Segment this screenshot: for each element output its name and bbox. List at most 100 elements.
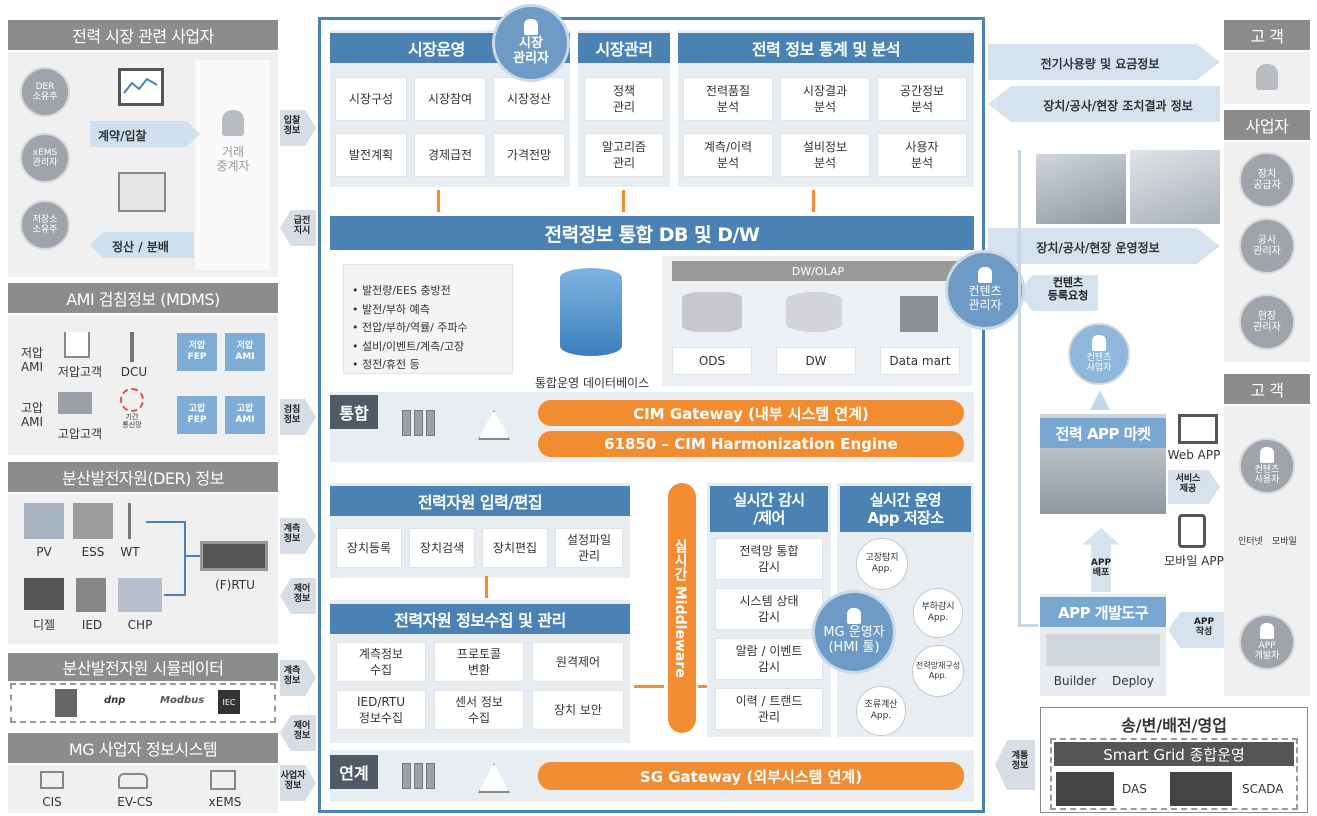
high-ami-box: 고압 AMI <box>225 396 265 434</box>
person-icon <box>978 267 992 284</box>
person-icon <box>1092 334 1106 351</box>
ops-item-4: 발전계획 <box>335 133 407 177</box>
content-user-node: 컨텐츠 사용자 <box>1239 438 1295 494</box>
stats-item-4: 계측/이력 분석 <box>683 133 773 177</box>
app-market-header: 전력 APP 마켓 <box>1040 418 1166 448</box>
contract-label: 계약/입찰 <box>98 129 147 143</box>
db-list-item: • 전압/부하/역률/ 주파수 <box>352 321 468 334</box>
xems-label: xEMS <box>208 795 242 809</box>
middleware-label: 실시간 Middleware <box>672 538 688 678</box>
das-image <box>1056 772 1114 806</box>
chp-image <box>118 578 162 612</box>
content-biz-node: 컨텐츠 사업자 <box>1068 323 1130 385</box>
sg-gateway-bar: SG Gateway (외부시스템 연계) <box>538 762 964 790</box>
wt-label: WT <box>120 545 140 559</box>
collect-item-6: 장치 보안 <box>532 690 624 730</box>
db-list-item: • 발전량/EES 충방전 <box>352 284 451 297</box>
usage-label: 전기사용량 및 요금정보 <box>1040 57 1160 71</box>
stats-item-6: 사용자 분석 <box>877 133 967 177</box>
content-request-label: 컨텐츠 등록요청 <box>1047 276 1089 302</box>
rt-monitor-item-3: 알람 / 이벤트 감시 <box>715 638 823 680</box>
stats-item-1: 전력품질 분석 <box>683 77 773 121</box>
simulator-section-title: 분산발전자원 시뮬레이터 <box>8 653 278 681</box>
low-ami-label: 저압 AMI <box>20 346 44 375</box>
dnp-logo: dnp <box>104 695 126 706</box>
app-power-flow: 조류계산 App. <box>856 686 906 736</box>
market-admin-node: 시장 관리자 <box>492 4 570 82</box>
rtu-label: (F)RTU <box>215 578 255 592</box>
content-biz-label: 컨텐츠 사업자 <box>1086 352 1112 373</box>
updown-arrow-4 <box>485 576 488 598</box>
cim-gateway-bar: CIM Gateway (내부 시스템 연계) <box>538 400 964 426</box>
mgmt-item-2: 알고리즘 관리 <box>584 133 664 177</box>
app-write-label: APP 작성 <box>1193 617 1215 638</box>
rt-monitor-item-1: 전력망 통합 감시 <box>715 538 823 580</box>
web-app-icon <box>1178 414 1218 444</box>
broker-label: 거래 중계자 <box>216 145 250 174</box>
collect-item-3: 원격제어 <box>532 642 624 682</box>
ev-icon <box>118 773 148 789</box>
stats-item-5: 설비정보 분석 <box>780 133 870 177</box>
dcu-label: DCU <box>120 365 148 379</box>
updown-arrow-1 <box>437 190 440 212</box>
integration-badge: 통합 <box>330 395 378 429</box>
cis-icon <box>40 771 64 789</box>
content-user-label: 컨텐츠 사용자 <box>1254 464 1280 485</box>
low-customer-label: 저압고객 <box>57 365 103 379</box>
modbus-logo: Modbus <box>160 695 205 706</box>
resource-collect-header: 전력자원 정보수집 및 관리 <box>330 604 630 634</box>
builder-deploy-image <box>1046 634 1160 666</box>
bid-info-label: 입찰 정보 <box>283 116 301 137</box>
cim-engine-bar: 61850 – CIM Harmonization Engine <box>538 431 964 457</box>
customer-title-1: 고 객 <box>1224 20 1310 50</box>
control-info-label-1: 제어 정보 <box>293 584 311 605</box>
ess-label: ESS <box>81 545 105 559</box>
app-developer-label: APP 개발자 <box>1254 640 1280 661</box>
market-admin-label: 시장 관리자 <box>513 36 549 66</box>
updown-arrow-3 <box>812 190 815 212</box>
diesel-label: 디젤 <box>32 618 56 632</box>
rtu-image <box>200 541 268 571</box>
ess-image <box>73 503 113 539</box>
middleware-bar <box>668 483 696 733</box>
mg-operator-node: MG 운영자 (HMI 툴) <box>812 590 896 674</box>
site-manager-node: 현장 관리자 <box>1239 294 1295 350</box>
settle-arrow <box>90 232 194 258</box>
rt-monitor-header: 실시간 감시 /제어 <box>710 486 828 532</box>
ops-item-5: 경제급전 <box>414 133 486 177</box>
grid-info-label: 계통 정보 <box>1011 751 1029 772</box>
db-list-item: • 정전/휴전 등 <box>352 358 420 371</box>
person-icon <box>1260 622 1274 639</box>
pv-image <box>24 503 64 539</box>
customer-title-2: 고 객 <box>1224 374 1310 404</box>
mobile-label: 모바일 <box>1272 537 1297 547</box>
person-icon <box>847 608 861 625</box>
pv-label: PV <box>36 545 52 559</box>
web-app-label: Web APP <box>1167 448 1221 462</box>
scada-label: SCADA <box>1242 782 1284 796</box>
market-mgmt-header: 시장관리 <box>578 33 670 63</box>
db-list-item: • 설비/이벤트/계측/고장 <box>352 339 465 353</box>
dw-header: DW/OLAP <box>672 261 964 281</box>
ied-image <box>76 578 106 612</box>
rt-monitor-item-4: 이력 / 트랜드 관리 <box>715 688 823 730</box>
db-header: 전력정보 통합 DB 및 D/W <box>330 216 974 250</box>
stats-header: 전력 정보 통계 및 분석 <box>678 33 974 63</box>
app-load-monitor: 부하감시 App. <box>913 588 963 638</box>
xems-manager-label: xEMS 관리자 <box>32 147 58 168</box>
xems-manager-node: xEMS 관리자 <box>20 133 70 183</box>
collect-item-5: 센서 정보 수집 <box>434 690 524 730</box>
person-icon <box>524 19 538 36</box>
das-label: DAS <box>1122 782 1147 796</box>
rt-app-store-header: 실시간 운영 App 저장소 <box>840 486 971 532</box>
person-icon <box>1260 446 1274 463</box>
stats-item-2: 시장결과 분석 <box>780 77 870 121</box>
ops-info-arrow <box>988 228 1220 264</box>
ops-item-3: 시장정산 <box>493 77 565 121</box>
resource-input-item-4: 설정파일 관리 <box>555 528 623 568</box>
sg-ops-header: Smart Grid 종합운영 <box>1054 742 1294 766</box>
tdo-title: 송/변/배전/영업 <box>1121 716 1227 735</box>
gis-layers-image <box>1036 154 1126 224</box>
builder-label: Builder <box>1053 674 1097 688</box>
storage-owner-label: 저장소 소유주 <box>32 214 58 235</box>
